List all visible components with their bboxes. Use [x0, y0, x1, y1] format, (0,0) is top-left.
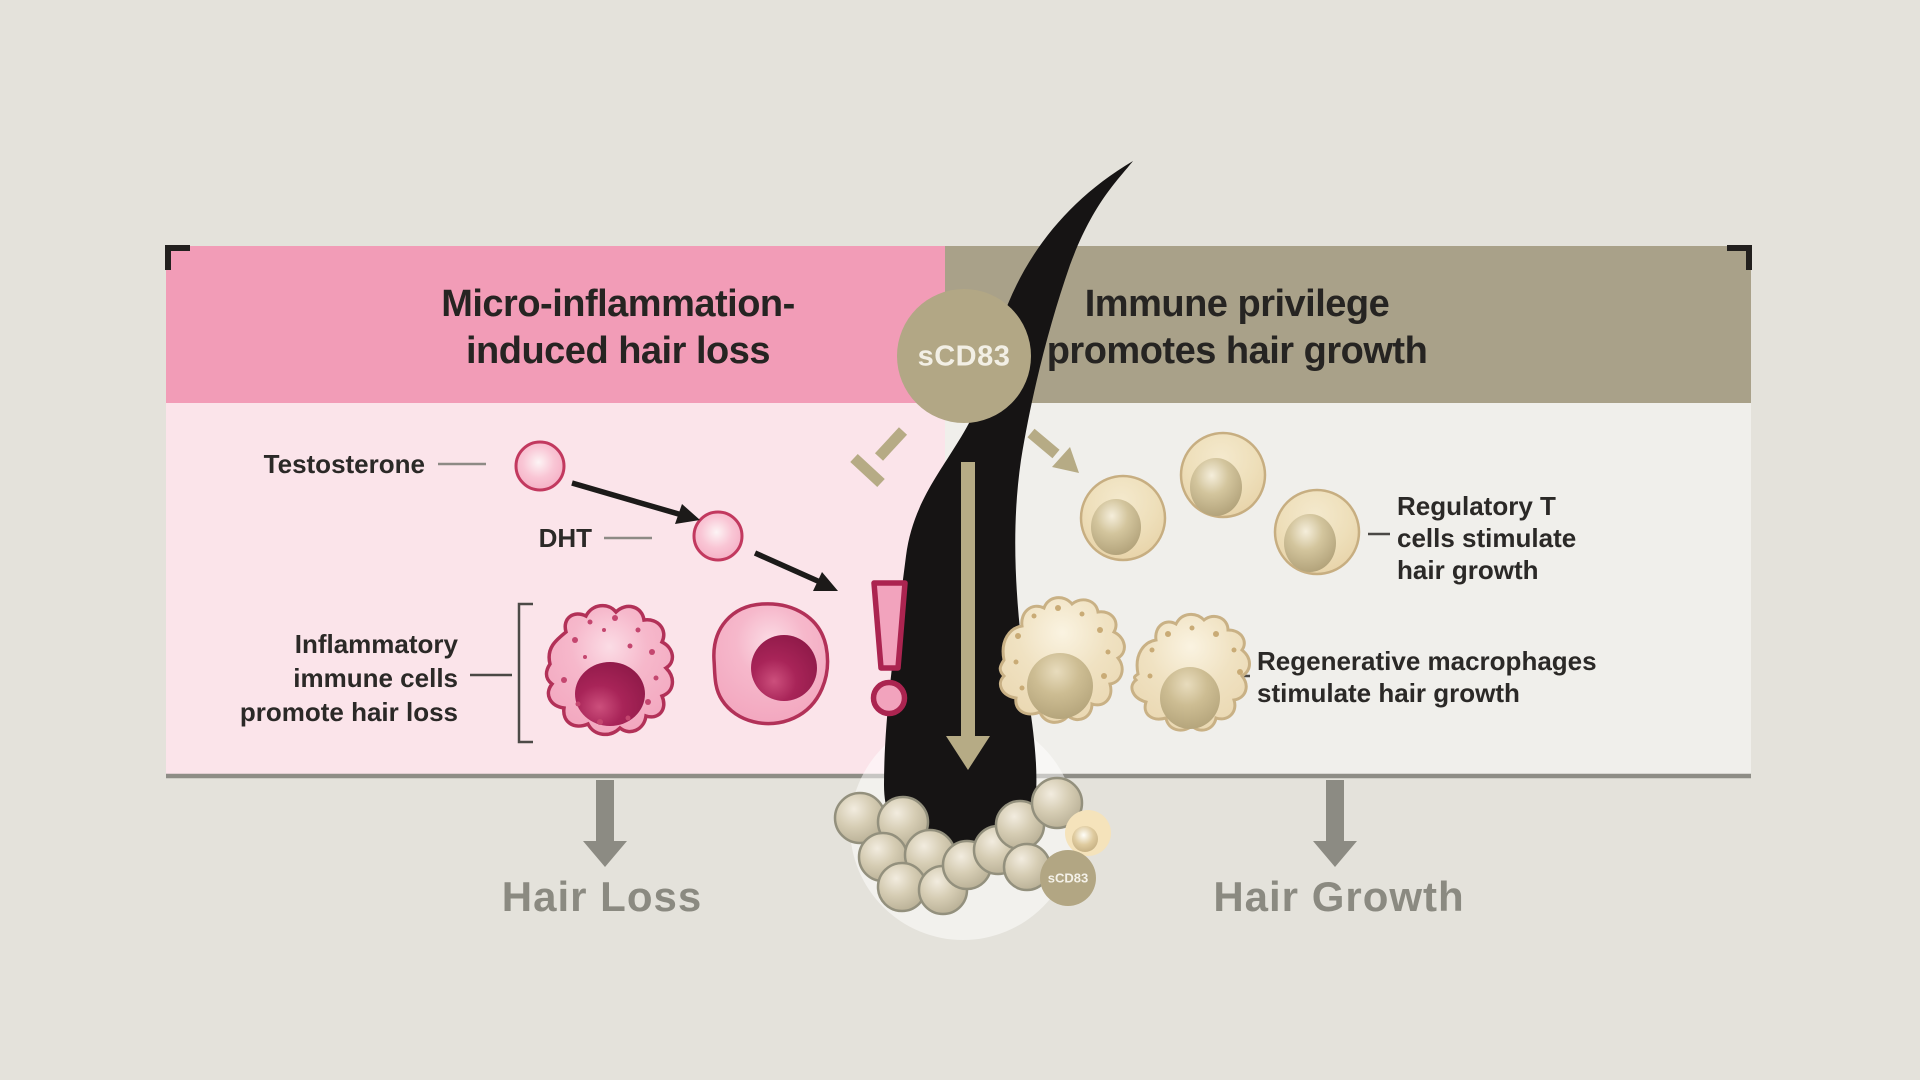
testosterone-sphere: [514, 440, 566, 492]
hair-loss-label: Hair Loss: [501, 873, 703, 920]
caption-line: Regenerative macrophages: [1257, 646, 1597, 676]
scd83-molecule-circle: [897, 289, 1031, 423]
treg-cell-2: [1179, 431, 1267, 519]
inhibition-arrow-icon: [850, 427, 908, 488]
treg-caption: Regulatory T cells stimulate hair growth: [1397, 490, 1576, 586]
caption-line: stimulate hair growth: [1257, 678, 1520, 708]
scd83-molecule-label: sCD83: [917, 340, 1011, 373]
regenerative-macrophage-2: [1130, 613, 1251, 732]
left-title-line2: induced hair loss: [465, 330, 771, 372]
caption-bracket: [517, 602, 533, 744]
hair-loss-arrow-icon: [583, 780, 627, 867]
inflammatory-cell-granulocyte: [544, 603, 675, 737]
cell-granules: [1013, 605, 1111, 691]
testosterone-label: Testosterone: [263, 449, 425, 479]
scd83-sphere-cluster: [833, 776, 1084, 916]
cell-nucleus: [1027, 653, 1093, 719]
cell-nucleus: [1190, 458, 1242, 516]
caption-line: Regulatory T: [1397, 491, 1556, 521]
right-title-line2: promotes hair growth: [1046, 330, 1428, 372]
scd83-release-arrow-icon: [946, 462, 990, 770]
cell-nucleus: [1091, 499, 1141, 555]
pink-header-band: [166, 246, 945, 403]
treg-cell-1: [1079, 474, 1167, 562]
treg-cell-3: [1273, 488, 1361, 576]
hair-growth-label: Hair Growth: [1213, 873, 1465, 920]
caption-line: immune cells: [293, 663, 458, 693]
scd83-small-label: sCD83: [1047, 870, 1089, 886]
corner-brackets: [165, 245, 1752, 270]
cell-granules: [1147, 625, 1243, 679]
scd83-small-circle: [1040, 850, 1096, 906]
released-vesicle: [1065, 810, 1111, 856]
bracket-top-right-icon: [1727, 245, 1752, 270]
right-title-line1: Immune privilege: [1084, 283, 1390, 325]
dht-sphere: [692, 510, 744, 562]
exclamation-icon: [870, 580, 908, 717]
cell-nucleus: [751, 635, 817, 701]
conversion-arrow-2-icon: [753, 550, 838, 591]
hair-growth-arrow-icon: [1313, 780, 1357, 867]
cell-nucleus: [575, 662, 645, 726]
macrophage-caption: Regenerative macrophages stimulate hair …: [1257, 645, 1597, 709]
dht-label: DHT: [538, 523, 592, 553]
conversion-arrow-1-icon: [571, 480, 700, 524]
left-title-line1: Micro-inflammation-: [441, 283, 795, 325]
olive-header-band: [945, 246, 1751, 403]
cell-nucleus: [1284, 514, 1336, 572]
caption-line: hair growth: [1397, 555, 1539, 585]
caption-line: cells stimulate: [1397, 523, 1577, 553]
hair-follicle-shape: [884, 161, 1133, 865]
cell-nucleus: [1160, 667, 1220, 729]
left-panel-title: Micro-inflammation- induced hair loss: [441, 281, 795, 375]
right-panel-title: Immune privilege promotes hair growth: [1047, 281, 1428, 375]
bracket-top-left-icon: [165, 245, 190, 270]
caption-line: Inflammatory: [294, 629, 458, 659]
inflammatory-cell-macrophage: [712, 602, 830, 726]
cell-granules: [561, 615, 659, 725]
inflammatory-cells-caption: Inflammatory immune cells promote hair l…: [240, 627, 458, 729]
stimulation-arrow-icon: [1027, 428, 1079, 473]
caption-line: promote hair loss: [239, 697, 458, 727]
regenerative-macrophage-1: [998, 596, 1126, 724]
